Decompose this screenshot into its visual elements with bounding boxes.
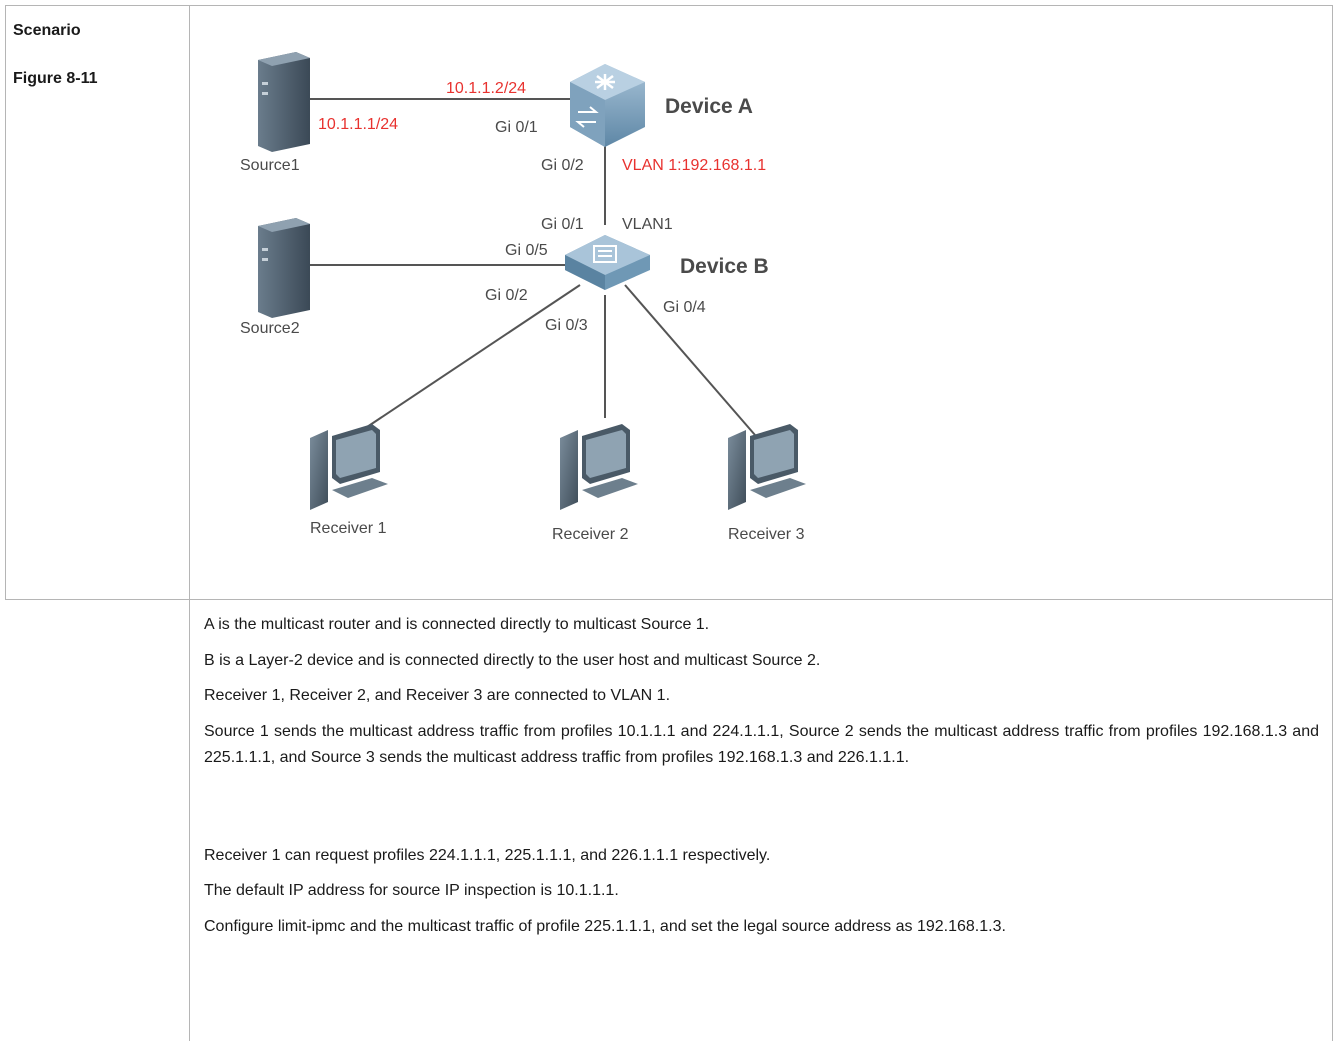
receiver3-label: Receiver 3 (728, 526, 805, 543)
device-b-port-gi01: Gi 0/1 (541, 216, 584, 233)
receiver3-pc-icon (728, 424, 806, 510)
description-paragraph: The default IP address for source IP ins… (204, 882, 619, 899)
receiver2-label: Receiver 2 (552, 526, 629, 543)
device-b-port-gi05: Gi 0/5 (505, 242, 548, 259)
description-paragraph: Receiver 1 can request profiles 224.1.1.… (204, 847, 771, 864)
table-row-divider (5, 599, 1333, 600)
device-a-name: Device A (665, 95, 753, 118)
table-left-border (5, 5, 6, 600)
device-b-port-gi04: Gi 0/4 (663, 299, 706, 316)
link-device-b-receiver1 (354, 284, 581, 436)
receiver1-pc-icon (310, 424, 388, 510)
table-column-divider (189, 5, 190, 1041)
device-b-port-gi02: Gi 0/2 (485, 287, 528, 304)
network-topology-diagram: Source1 10.1.1.1/24 10.1.1.2/24 Gi 0/1 D… (240, 52, 806, 543)
scenario-table (5, 5, 1334, 1041)
device-a-port-gi02: Gi 0/2 (541, 157, 584, 174)
description-paragraph: Source 1 sends the multicast address tra… (204, 723, 1319, 766)
table-top-border (5, 5, 1333, 6)
network-links (310, 98, 756, 436)
table-right-border (1332, 5, 1333, 1041)
description-paragraph: A is the multicast router and is connect… (204, 616, 710, 633)
description-paragraph: Configure limit-ipmc and the multicast t… (204, 918, 1006, 935)
device-a-icon (570, 64, 645, 147)
source1-server-icon (258, 52, 310, 152)
source2-label: Source2 (240, 320, 300, 337)
device-b-name: Device B (680, 255, 769, 278)
device-b-vlan: VLAN1 (622, 216, 673, 233)
device-b-port-gi03: Gi 0/3 (545, 317, 588, 334)
receiver2-pc-icon (560, 424, 638, 510)
scenario-header: Scenario (13, 22, 81, 39)
link-device-b-receiver3 (624, 284, 756, 436)
device-b-icon (565, 235, 650, 290)
device-a-vlan-ip: VLAN 1:192.168.1.1 (622, 157, 766, 174)
source2-server-icon (258, 218, 310, 318)
description-paragraph: B is a Layer-2 device and is connected d… (204, 652, 821, 669)
figure-caption: Figure 8-11 (13, 70, 98, 87)
description-paragraph: Receiver 1, Receiver 2, and Receiver 3 a… (204, 687, 671, 704)
source1-label: Source1 (240, 157, 300, 174)
device-a-port-gi01: Gi 0/1 (495, 119, 538, 136)
receiver1-label: Receiver 1 (310, 520, 387, 537)
source1-ip-label: 10.1.1.1/24 (318, 116, 398, 133)
device-a-ip-label: 10.1.1.2/24 (446, 80, 526, 97)
